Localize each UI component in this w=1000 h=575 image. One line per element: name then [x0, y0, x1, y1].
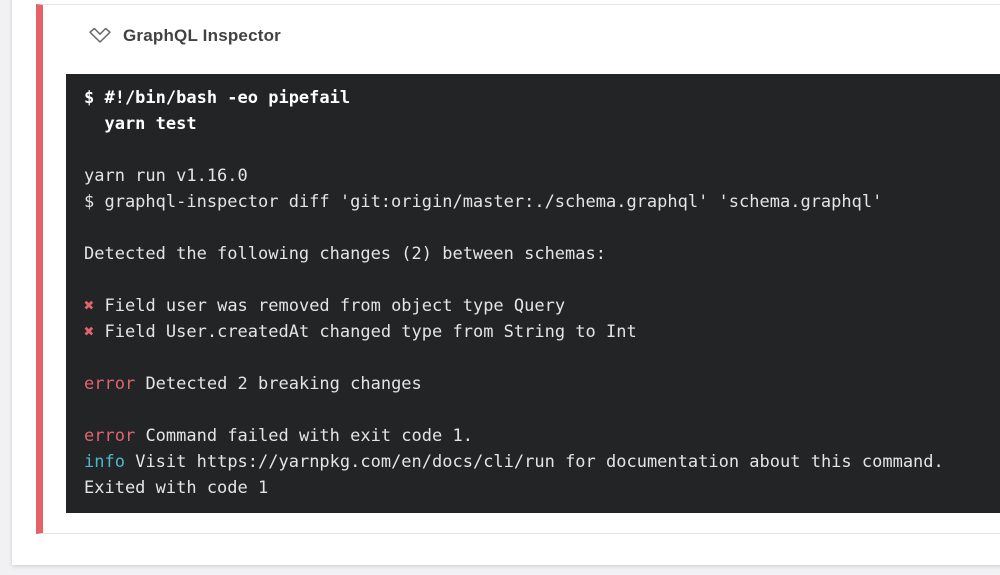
terminal-line: [84, 397, 1000, 423]
error-label: error: [84, 374, 136, 394]
cross-mark-icon: ✖: [84, 322, 95, 342]
terminal-output: $ #!/bin/bash -eo pipefail yarn test yar…: [66, 74, 1000, 513]
terminal-line: [84, 267, 1000, 293]
terminal-line: ✖ Field User.createdAt changed type from…: [84, 322, 637, 342]
build-step-card: GraphQL Inspector $ #!/bin/bash -eo pipe…: [12, 0, 1000, 565]
chevron-down-icon[interactable]: [88, 27, 112, 45]
terminal-line: ✖ Field user was removed from object typ…: [84, 296, 566, 316]
terminal-line: [84, 215, 1000, 241]
step-graphql-inspector: GraphQL Inspector $ #!/bin/bash -eo pipe…: [36, 4, 1000, 534]
terminal-line: info Visit https://yarnpkg.com/en/docs/c…: [84, 452, 944, 472]
terminal-line: [84, 345, 1000, 371]
terminal-line: Exited with code 1: [84, 478, 269, 498]
terminal-line: $ #!/bin/bash -eo pipefail: [84, 88, 351, 108]
step-header[interactable]: GraphQL Inspector: [88, 26, 1000, 46]
terminal-line: yarn run v1.16.0: [84, 166, 248, 186]
terminal-line: [84, 137, 1000, 163]
terminal-line: yarn test: [84, 114, 197, 134]
info-label: info: [84, 452, 125, 472]
terminal-line: Detected the following changes (2) betwe…: [84, 244, 606, 264]
terminal-line: $ graphql-inspector diff 'git:origin/mas…: [84, 192, 883, 212]
error-label: error: [84, 426, 136, 446]
terminal-line: error Detected 2 breaking changes: [84, 374, 422, 394]
step-title: GraphQL Inspector: [123, 26, 282, 45]
terminal-line: error Command failed with exit code 1.: [84, 426, 473, 446]
cross-mark-icon: ✖: [84, 296, 95, 316]
